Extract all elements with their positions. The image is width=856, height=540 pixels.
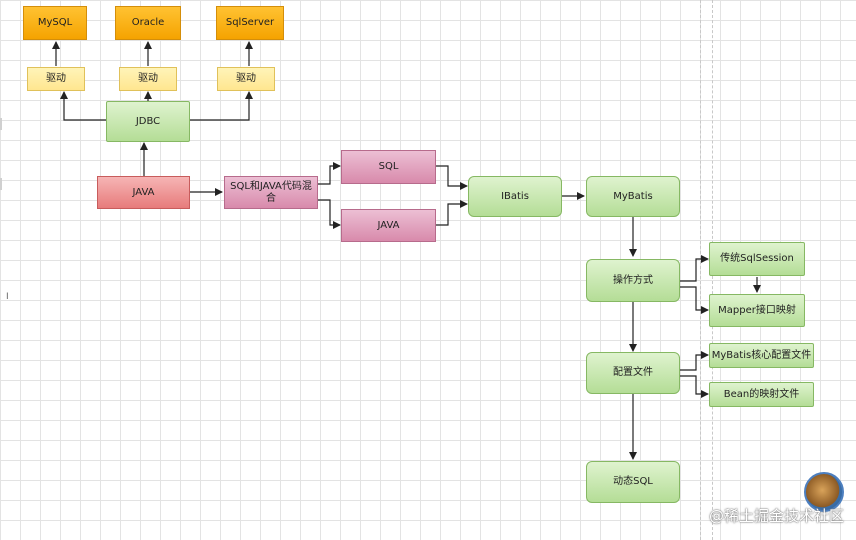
edge-config-core (680, 351, 709, 371)
node-dynamic-sql[interactable]: 动态SQL (586, 461, 680, 503)
node-sqlserver[interactable]: SqlServer (216, 6, 284, 40)
edge-sql-ibatis (436, 165, 468, 190)
guide-line (700, 0, 701, 540)
node-oracle[interactable]: Oracle (115, 6, 181, 40)
node-mapper-interface[interactable]: Mapper接口映射 (709, 294, 805, 327)
edge-config-bean (680, 375, 709, 398)
node-driver-2[interactable]: 驱动 (119, 67, 177, 91)
node-driver-1[interactable]: 驱动 (27, 67, 85, 91)
text-cursor-icon: I (6, 292, 9, 302)
node-sql-java-mixed[interactable]: SQL和JAVA代码混合 (224, 176, 318, 209)
node-traditional-sqlsession[interactable]: 传统SqlSession (709, 242, 805, 276)
edge-jdbc-driver1 (60, 91, 106, 121)
node-java[interactable]: JAVA (97, 176, 190, 209)
ruler-mark (0, 178, 2, 190)
node-operation-mode[interactable]: 操作方式 (586, 259, 680, 302)
node-java-2[interactable]: JAVA (341, 209, 436, 242)
node-bean-mapping-file[interactable]: Bean的映射文件 (709, 382, 814, 407)
edge-operation-mapper (680, 286, 709, 314)
edge-operation-sqlsession (680, 255, 709, 282)
avatar (804, 472, 844, 512)
edge-jdbc-driver3 (190, 91, 253, 121)
ruler-mark (0, 118, 2, 130)
node-config-file[interactable]: 配置文件 (586, 352, 680, 394)
node-jdbc[interactable]: JDBC (106, 101, 190, 142)
node-ibatis[interactable]: IBatis (468, 176, 562, 217)
node-driver-3[interactable]: 驱动 (217, 67, 275, 91)
edge-mixed-java2 (318, 199, 341, 229)
node-mybatis[interactable]: MyBatis (586, 176, 680, 217)
node-mybatis-core-config[interactable]: MyBatis核心配置文件 (709, 343, 814, 368)
node-mysql[interactable]: MySQL (23, 6, 87, 40)
edge-mixed-sql (318, 162, 341, 185)
watermark: @稀土掘金技术社区 (708, 507, 844, 525)
edge-java2-ibatis (436, 200, 468, 226)
node-sql[interactable]: SQL (341, 150, 436, 184)
